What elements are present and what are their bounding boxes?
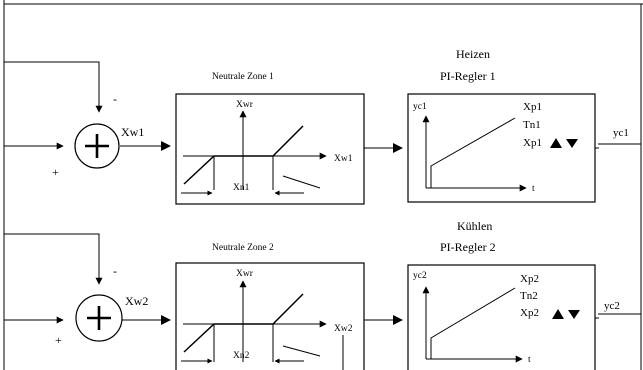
summing-junction-icon (75, 294, 123, 342)
nz-width-label-1: Xn1 (233, 183, 250, 193)
channel-1: - + Xw1 Neutrale Zone 1 Xwr Xw1 Xn1 Heiz… (4, 47, 641, 205)
nz-y-axis-label-1: Xwr (236, 100, 254, 110)
pi-controller-block-2 (407, 264, 596, 370)
controller-heading-2: Kühlen (457, 219, 492, 233)
pi-y-axis-label-1: yc1 (413, 102, 427, 112)
neutral-zone-block-1 (175, 93, 365, 205)
controller-title-1: PI-Regler 1 (440, 69, 496, 83)
nz-width-label-2: Xn2 (233, 351, 250, 361)
pi-y-axis-label-2: yc2 (413, 271, 427, 281)
pi-step-response-1 (430, 117, 516, 188)
pi-x-axis-label-2: t (528, 355, 531, 365)
output-label-1: yc1 (613, 127, 629, 139)
nz-characteristic-1 (183, 125, 304, 185)
pi-x-axis-label-1: t (532, 184, 535, 194)
nz-x-axis-label-1: Xw1 (334, 154, 353, 164)
neutral-zone-block-2 (175, 262, 365, 370)
nz-characteristic-2 (183, 293, 304, 353)
summing-junction-icon (74, 123, 120, 169)
pi-controller-block-1 (407, 93, 596, 203)
sum-plus-sign-2: + (55, 333, 62, 347)
feedback-line-1 (4, 61, 103, 113)
down-triangle-icon[interactable] (568, 310, 580, 319)
channel-2: - + Xw2 Neutrale Zone 2 Xwr Xw2 Xn2 Kühl… (4, 219, 641, 370)
sum-minus-sign-2: - (113, 264, 117, 278)
pi-step-response-2 (430, 287, 516, 359)
sum-minus-sign-1: - (113, 92, 117, 106)
down-triangle-icon[interactable] (566, 139, 578, 148)
pi-param-2-1: Tn1 (523, 119, 541, 131)
pi-param-1-1: Xp1 (523, 101, 542, 113)
pi-param-3-1: Xp1 (523, 137, 542, 149)
nz-guide-2 (282, 345, 321, 357)
output-label-2: yc2 (604, 300, 620, 312)
neutral-zone-title-2: Neutrale Zone 2 (212, 243, 274, 253)
pi-param-1-2: Xp2 (520, 273, 539, 285)
up-triangle-icon[interactable] (550, 138, 562, 148)
feedback-line-2 (4, 233, 103, 285)
neutral-zone-title-1: Neutrale Zone 1 (212, 72, 274, 82)
nz-guide-1 (282, 175, 321, 189)
nz-x-axis-label-2: Xw2 (334, 324, 353, 334)
controller-title-2: PI-Regler 2 (440, 240, 496, 254)
error-signal-label-1: Xw1 (121, 125, 144, 139)
up-triangle-icon[interactable] (552, 309, 564, 319)
pi-param-2-2: Tn2 (520, 290, 538, 302)
sum-plus-sign-1: + (52, 165, 59, 179)
error-signal-label-2: Xw2 (125, 294, 148, 308)
pi-param-3-2: Xp2 (520, 307, 539, 319)
controller-heading-1: Heizen (456, 47, 490, 61)
nz-y-axis-label-2: Xwr (236, 269, 254, 279)
